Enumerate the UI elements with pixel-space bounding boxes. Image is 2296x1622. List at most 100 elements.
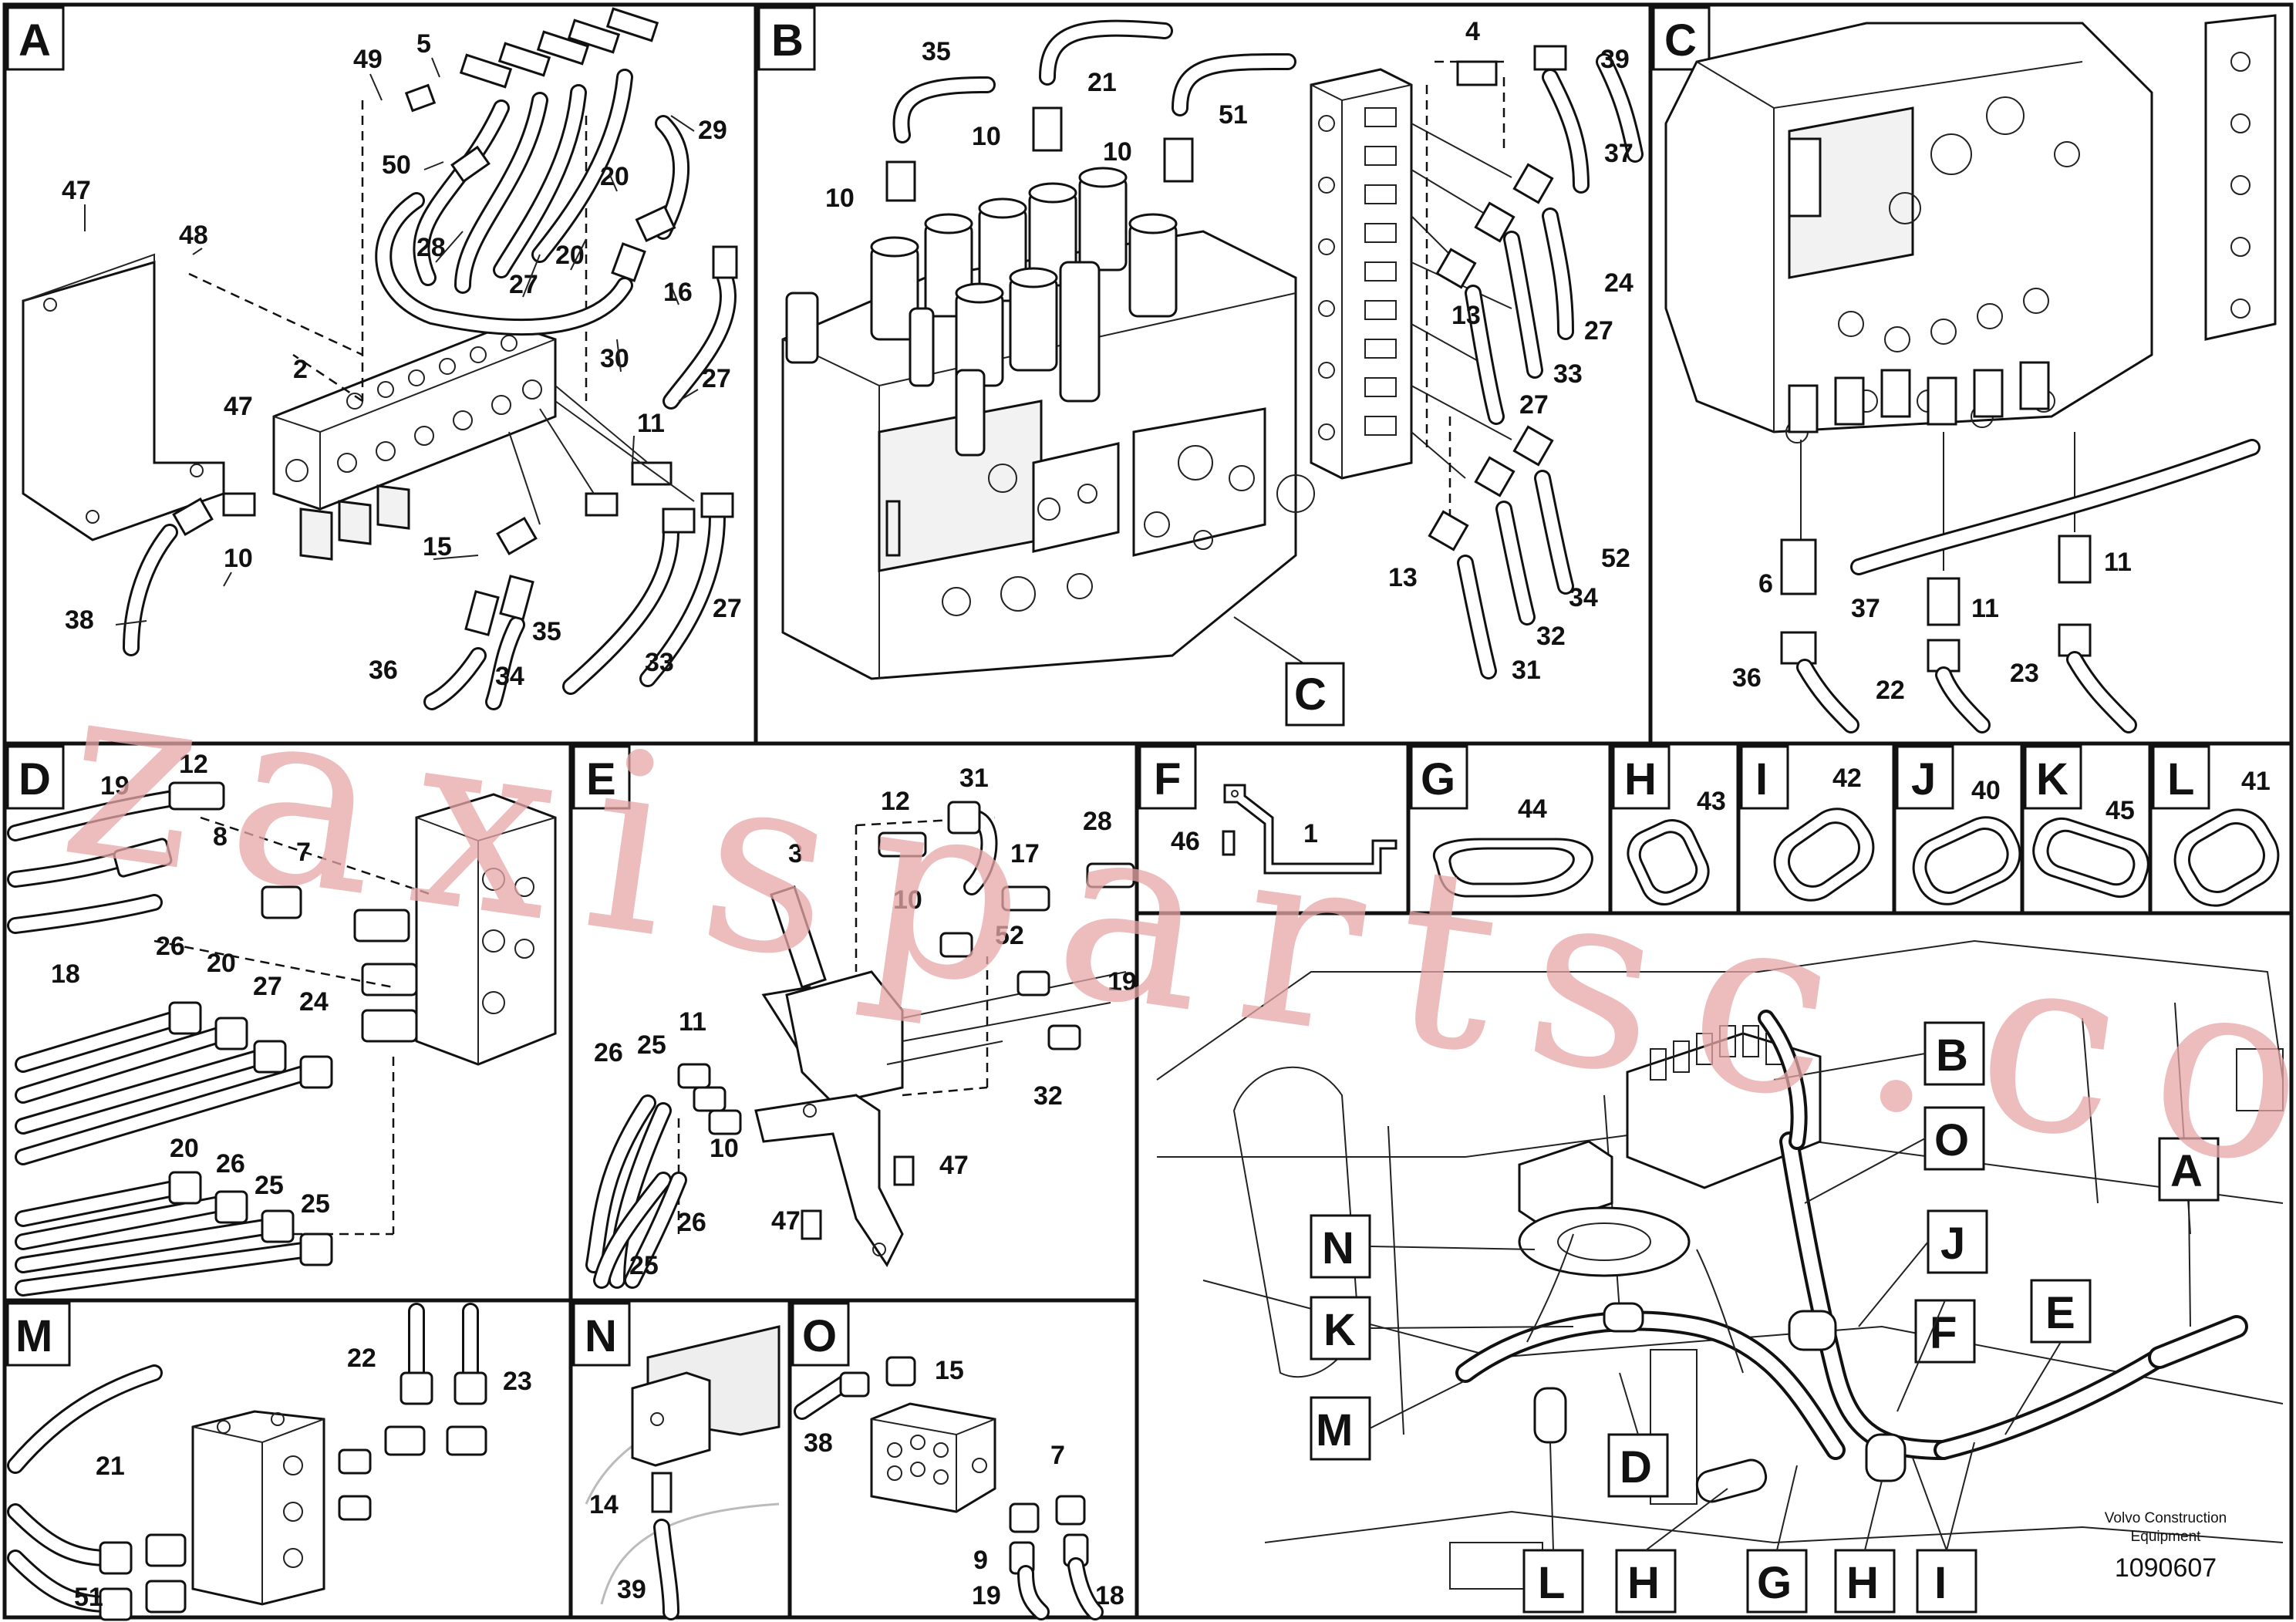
callout-27: 27 <box>702 364 731 393</box>
callout-35: 35 <box>922 37 951 66</box>
panel-letter-E: E <box>572 745 631 810</box>
callout-25: 25 <box>629 1251 659 1280</box>
callout-36: 36 <box>1732 663 1762 693</box>
callout-12: 12 <box>881 787 910 816</box>
callout-22: 22 <box>1876 676 1905 705</box>
callout-20: 20 <box>555 241 585 270</box>
callout-45: 45 <box>2106 796 2135 825</box>
svg-text:O: O <box>802 1311 837 1361</box>
callout-52: 52 <box>995 921 1024 950</box>
panel-O-drawing: 15 38 7 9 19 18 <box>794 1356 1124 1620</box>
overview-marker-H: H <box>1846 1558 1879 1608</box>
callout-11: 11 <box>2104 548 2132 577</box>
callout-15: 15 <box>935 1356 964 1385</box>
callout-31: 31 <box>959 764 989 793</box>
panel-letter-J: J <box>1896 745 1954 810</box>
footer-brand: Volvo Construction Equipment 1090607 <box>2105 1510 2227 1583</box>
callout-25: 25 <box>637 1030 666 1060</box>
callout-27: 27 <box>253 972 282 1001</box>
callout-15: 15 <box>423 532 452 561</box>
callout-11: 11 <box>637 409 665 438</box>
callout-25: 25 <box>255 1171 284 1200</box>
panel-N-drawing: 14 39 <box>585 1325 781 1620</box>
callout-23: 23 <box>503 1367 532 1396</box>
svg-text:Equipment: Equipment <box>2131 1529 2202 1545</box>
callout-34: 34 <box>1569 583 1598 612</box>
svg-text:L: L <box>2167 754 2194 804</box>
svg-text:G: G <box>1421 754 1455 804</box>
callout-10: 10 <box>825 184 855 213</box>
callout-44: 44 <box>1518 794 1547 824</box>
callout-52: 52 <box>1601 544 1630 573</box>
callout-10: 10 <box>972 122 1001 151</box>
panel-letter-boxes: A B C D E F G H I J K L M N O <box>6 6 2210 1367</box>
panel-C-drawing: 6 37 11 11 36 22 23 <box>1664 14 2277 733</box>
callout-25: 25 <box>301 1189 330 1219</box>
callout-3: 3 <box>788 839 803 868</box>
callout-10: 10 <box>224 544 253 573</box>
panel-letter-G: G <box>1410 745 1468 810</box>
callout-33: 33 <box>1553 359 1583 389</box>
callout-38: 38 <box>804 1428 833 1458</box>
callout-31: 31 <box>1512 656 1541 685</box>
panel-I-drawing: 42 <box>1773 764 1875 902</box>
callout-34: 34 <box>495 662 524 691</box>
panel-letter-L: L <box>2152 745 2210 810</box>
panel-A-drawing: 49 5 29 50 47 48 28 27 20 20 16 30 2 27 … <box>22 7 742 710</box>
overview-marker-J: J <box>1940 1219 1965 1269</box>
panel-G-drawing: 44 <box>1433 794 1593 898</box>
svg-text:I: I <box>1755 754 1768 804</box>
callout-20: 20 <box>170 1134 199 1163</box>
callout-26: 26 <box>156 932 185 961</box>
callout-39: 39 <box>1600 45 1630 74</box>
callout-21: 21 <box>96 1452 125 1481</box>
svg-text:N: N <box>585 1311 617 1361</box>
callout-43: 43 <box>1697 787 1726 816</box>
callout-11: 11 <box>679 1007 706 1037</box>
svg-text:J: J <box>1911 754 1936 804</box>
svg-text:D: D <box>19 754 51 804</box>
panel-letter-K: K <box>2024 745 2082 810</box>
callout-4: 4 <box>1465 17 1480 46</box>
callout-7: 7 <box>296 838 311 867</box>
callout-6: 6 <box>1758 569 1773 599</box>
callout-36: 36 <box>369 656 398 685</box>
callout-38: 38 <box>65 605 94 635</box>
callout-48: 48 <box>179 221 208 250</box>
callout-14: 14 <box>589 1490 619 1519</box>
callout-32: 32 <box>1536 622 1566 651</box>
panel-J-drawing: 40 <box>1912 776 2021 905</box>
svg-text:B: B <box>771 15 804 66</box>
panel-M-drawing: 22 23 21 51 <box>7 1303 532 1621</box>
svg-text:Volvo Construction: Volvo Construction <box>2105 1510 2227 1526</box>
callout-50: 50 <box>382 150 411 180</box>
callout-49: 49 <box>353 45 383 74</box>
overview-marker-K: K <box>1323 1305 1356 1355</box>
callout-47: 47 <box>62 176 91 205</box>
callout-7: 7 <box>1050 1441 1065 1470</box>
svg-text:A: A <box>19 15 51 66</box>
callout-9: 9 <box>973 1546 988 1575</box>
svg-text:H: H <box>1624 754 1657 804</box>
callout-10: 10 <box>1103 137 1132 167</box>
callout-17: 17 <box>1010 839 1040 868</box>
panel-letter-F: F <box>1138 745 1197 810</box>
callout-18: 18 <box>51 959 80 989</box>
overview-marker-D: D <box>1620 1442 1652 1492</box>
callout-13: 13 <box>1388 563 1418 592</box>
overview-marker-A: A <box>2170 1146 2203 1196</box>
svg-text:K: K <box>2036 754 2068 804</box>
panel-E-drawing: 31 12 28 3 17 10 52 19 11 26 25 32 10 47… <box>585 764 1137 1289</box>
panel-B-drawing: C 35 21 51 4 39 10 10 10 37 24 13 27 33 … <box>781 17 1644 727</box>
callout-10: 10 <box>710 1134 739 1163</box>
svg-text:E: E <box>586 754 616 804</box>
overview-marker-F: F <box>1930 1308 1957 1358</box>
panel-letter-H: H <box>1612 745 1671 810</box>
callout-46: 46 <box>1171 827 1200 856</box>
panel-K-drawing: 45 <box>2032 796 2149 898</box>
panel-D-drawing: 12 19 8 7 18 26 20 27 24 20 26 25 25 <box>7 750 557 1297</box>
panel-letter-I: I <box>1740 745 1789 810</box>
panel-letter-O: O <box>791 1302 850 1367</box>
callout-20: 20 <box>207 949 236 978</box>
callout-35: 35 <box>532 617 561 646</box>
